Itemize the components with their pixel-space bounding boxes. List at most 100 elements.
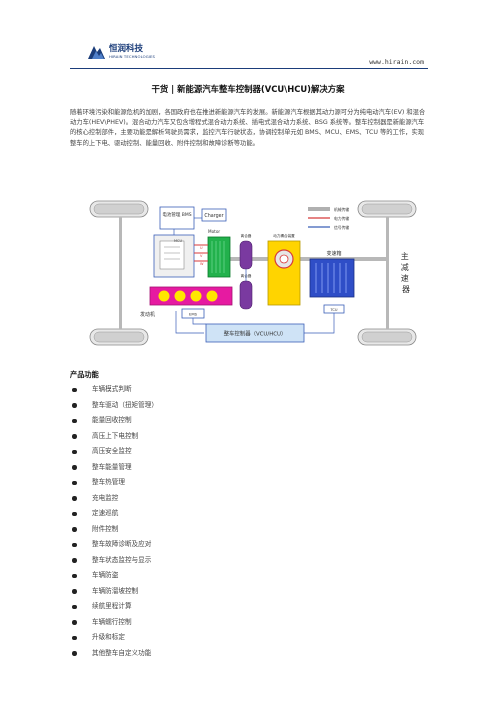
- feature-item: 整车能量管理: [70, 460, 158, 476]
- bullet-icon: [72, 480, 77, 485]
- feature-item: 高压安全监控: [70, 444, 158, 460]
- vcu-block: 整车控制器（VCU/HCU）: [205, 323, 305, 343]
- bullet-icon: [72, 511, 77, 516]
- bullet-icon: [72, 434, 77, 439]
- feature-label: 续航里程计算: [92, 602, 132, 610]
- feature-item: 高压上下电控制: [70, 429, 158, 445]
- phase-u-label: U: [200, 246, 203, 250]
- bullet-icon: [72, 387, 77, 392]
- motor-block: Motor: [207, 229, 231, 278]
- bullet-icon: [72, 589, 77, 594]
- legend-mechanical: 机械传输: [334, 207, 349, 212]
- features-heading: 产品功能: [70, 370, 99, 379]
- feature-label: 车辆防盗: [92, 571, 119, 579]
- legend-signal: 信号传输: [334, 225, 349, 230]
- bullet-icon: [72, 418, 77, 423]
- rear-right-wheel: [357, 328, 417, 346]
- feature-item: 充电监控: [70, 491, 158, 507]
- phase-v-label: V: [200, 254, 203, 258]
- feature-item: 车辆防盗: [70, 568, 158, 584]
- drive-shaft: [228, 257, 388, 261]
- feature-label: 能量回收控制: [92, 416, 132, 424]
- header-divider: [70, 68, 428, 69]
- feature-label: 定速巡航: [92, 509, 119, 517]
- rear-left-wheel: [89, 328, 149, 346]
- feature-label: 附件控制: [92, 524, 119, 533]
- engine-block: 发动机: [140, 286, 233, 318]
- motor-controller-block: MCU: [153, 234, 195, 278]
- bullet-icon: [72, 465, 77, 470]
- ems-block: EMS: [181, 308, 205, 319]
- feature-label: 车辆防溜坡控制: [92, 586, 139, 595]
- battery-label: 电池管理 BMS: [162, 211, 191, 218]
- clutch1-label: 离合器: [241, 233, 252, 238]
- feature-label: 高压安全监控: [92, 447, 132, 455]
- bullet-icon: [72, 604, 77, 609]
- phase-w-label: W: [200, 262, 204, 266]
- feature-label: 其他整车自定义功能: [92, 648, 152, 657]
- bullet-icon: [72, 651, 77, 656]
- right-axle: [386, 217, 389, 329]
- clutch-1-block: 离合器: [239, 233, 253, 270]
- battery-bms-block: 电池管理 BMS: [159, 206, 195, 230]
- front-left-wheel: [89, 200, 149, 218]
- feature-item: 车辆防溜坡控制: [70, 584, 158, 600]
- company-logo: 恒润科技 HIRAIN TECHNOLOGIES: [86, 42, 156, 66]
- bullet-icon: [72, 558, 77, 563]
- svg-text:MCU: MCU: [174, 239, 182, 243]
- tcu-label: TCU: [329, 308, 337, 312]
- power-lines: [194, 244, 208, 262]
- bullet-icon: [72, 527, 77, 532]
- features-list: 车辆模式判断整车驱动（扭矩管理） 能量回收控制高压上下电控制高压安全监控整车能量管…: [70, 382, 158, 661]
- bullet-icon: [72, 635, 77, 640]
- power-coupling-block: 动力耦合装置: [267, 233, 301, 306]
- legend-electric: 电力传输: [334, 216, 349, 221]
- feature-item: 其他整车自定义功能: [70, 646, 158, 662]
- feature-item: 车辆蠕行控制: [70, 615, 158, 631]
- feature-label: 高压上下电控制: [92, 431, 139, 440]
- charger-label: Charger: [204, 213, 223, 219]
- feature-label: 整车驱动（扭矩管理）: [92, 400, 158, 409]
- bullet-icon: [72, 542, 77, 547]
- logo-mark-icon: [88, 46, 105, 59]
- feature-item: 整车故障诊断及应对: [70, 537, 158, 553]
- signal-lines: [173, 217, 335, 334]
- feature-label: 整车故障诊断及应对: [92, 540, 152, 548]
- logo-text-en: HIRAIN TECHNOLOGIES: [109, 54, 156, 59]
- feature-item: 整车状态监控与显示: [70, 553, 158, 569]
- feature-item: 能量回收控制: [70, 413, 158, 429]
- feature-item: 附件控制: [70, 522, 158, 538]
- gearbox-label: 变速箱: [326, 250, 341, 257]
- front-right-wheel: [357, 200, 417, 218]
- reducer-label: 主 减 速 器: [401, 251, 412, 294]
- feature-item: 整车驱动（扭矩管理）: [70, 398, 158, 414]
- engine-label: 发动机: [140, 311, 155, 318]
- feature-item: 续航里程计算: [70, 599, 158, 615]
- feature-item: 定速巡航: [70, 506, 158, 522]
- site-url-link[interactable]: www.hirain.com: [369, 58, 424, 66]
- bullet-icon: [72, 496, 77, 501]
- feature-label: 车辆模式判断: [92, 385, 132, 393]
- bullet-icon: [72, 403, 77, 408]
- tcu-block: TCU: [323, 304, 345, 314]
- diagram-legend: 机械传输 电力传输 信号传输: [308, 207, 349, 230]
- feature-item: 车辆模式判断: [70, 382, 158, 398]
- article-intro: 随着环境污染和能源危机的加剧，各国政府也在推进新能源汽车的发展。新能源汽车根据其…: [70, 109, 426, 147]
- vcu-label: 整车控制器（VCU/HCU）: [224, 330, 287, 338]
- feature-label: 车辆蠕行控制: [92, 617, 132, 626]
- charger-block: Charger: [201, 208, 227, 222]
- bullet-icon: [72, 620, 77, 625]
- left-axle: [119, 217, 122, 329]
- article-title: 干货 | 新能源汽车整车控制器(VCU\HCU)解决方案: [151, 84, 345, 94]
- logo-text-cn: 恒润科技: [109, 44, 144, 54]
- feature-label: 升级和标定: [92, 633, 125, 641]
- power-coupling-label: 动力耦合装置: [273, 233, 295, 238]
- motor-label: Motor: [208, 229, 220, 234]
- feature-item: 升级和标定: [70, 630, 158, 646]
- gearbox-block: 变速箱: [309, 250, 355, 298]
- ems-label: EMS: [189, 312, 198, 317]
- bullet-icon: [72, 573, 77, 578]
- vcu-system-diagram: 电池管理 BMS Charger MCU U V W Motor 离合器 离合器…: [89, 200, 417, 346]
- feature-item: 整车热管理: [70, 475, 158, 491]
- feature-label: 整车热管理: [92, 478, 125, 486]
